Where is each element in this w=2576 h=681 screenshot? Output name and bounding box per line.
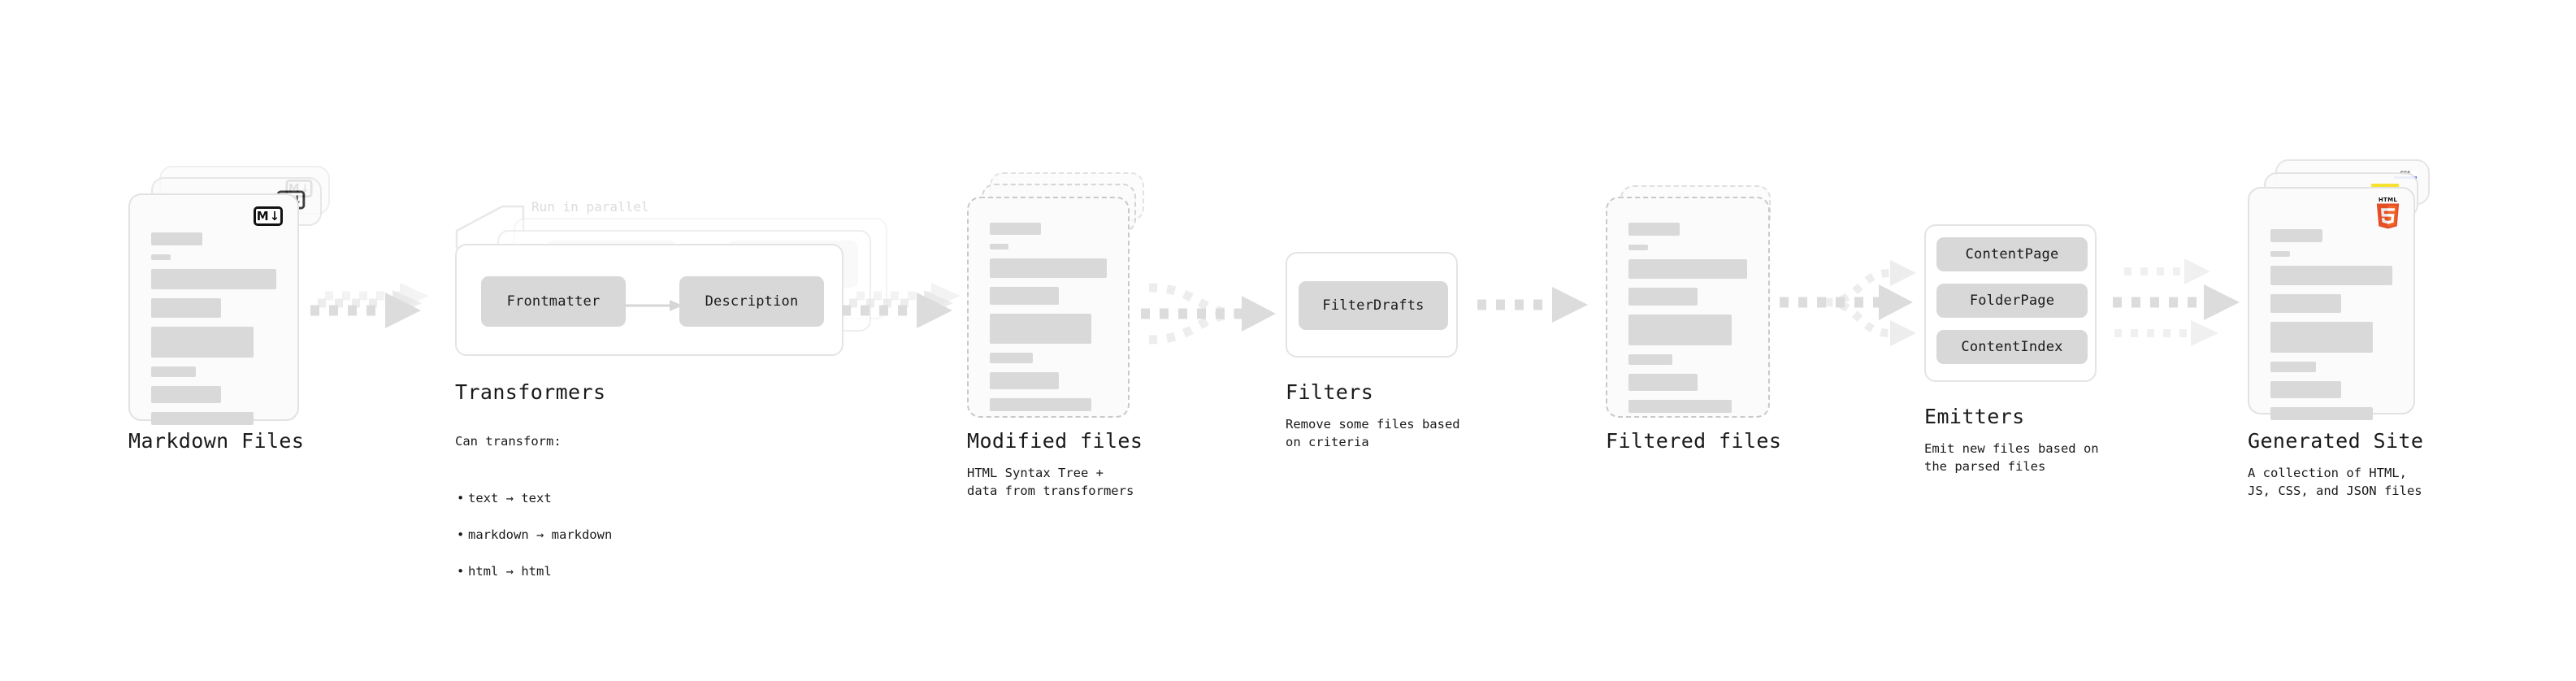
arrow-filtered-to-emitters bbox=[1780, 260, 1916, 346]
emitter-chip-contentpage: ContentPage bbox=[1936, 237, 2088, 271]
skeleton-bar bbox=[2270, 407, 2373, 420]
markdown-icon: M↓ bbox=[254, 206, 283, 226]
skeleton-bar bbox=[151, 327, 254, 358]
skeleton-bars bbox=[990, 223, 1107, 420]
transformer-chip-description: Description bbox=[679, 276, 824, 327]
skeleton-bar bbox=[990, 398, 1092, 411]
skeleton-bars bbox=[151, 232, 276, 434]
skeleton-bar bbox=[151, 386, 222, 403]
stage-subtitle: A collection of HTML, JS, CSS, and JSON … bbox=[2248, 466, 2422, 499]
run-in-parallel-bracket bbox=[455, 205, 525, 249]
skeleton-bar bbox=[151, 298, 222, 318]
skeleton-bar bbox=[1628, 374, 1698, 391]
skeleton-bar bbox=[151, 367, 197, 377]
html5-badge-label: HTML bbox=[2378, 197, 2398, 203]
skeleton-bar bbox=[151, 254, 171, 260]
stage-subtitle: Can transform: bbox=[455, 434, 562, 449]
skeleton-bar bbox=[2270, 266, 2392, 285]
transformers-box: Frontmatter Description bbox=[455, 244, 843, 356]
stage-subtitle: Emit new files based on the parsed files bbox=[1924, 441, 2099, 475]
modified-file-card bbox=[967, 197, 1130, 418]
arrow-markdown-to-transformers bbox=[310, 283, 429, 328]
skeleton-bar bbox=[1628, 245, 1648, 250]
transform-list: text → text markdown → markdown html → h… bbox=[455, 471, 612, 598]
skeleton-bar bbox=[1628, 223, 1680, 236]
stage-title: Markdown Files bbox=[128, 429, 305, 453]
emitter-chip-folderpage: FolderPage bbox=[1936, 284, 2088, 318]
stage-title: Generated Site bbox=[2248, 429, 2424, 453]
skeleton-bar bbox=[151, 269, 276, 289]
arrow-emitters-to-site bbox=[2113, 258, 2240, 346]
skeleton-bar bbox=[1628, 259, 1747, 279]
stage-title: Emitters bbox=[1924, 405, 2025, 428]
generated-html-file-card: HTML bbox=[2248, 187, 2415, 420]
emitter-chip-contentindex: ContentIndex bbox=[1936, 330, 2088, 364]
transform-list-item: text → text bbox=[455, 489, 612, 508]
filters-caption: Filters Remove some files based on crite… bbox=[1286, 380, 1460, 452]
stage-subtitle: Remove some files based on criteria bbox=[1286, 417, 1460, 450]
skeleton-bar bbox=[2270, 381, 2341, 398]
skeleton-bar bbox=[990, 372, 1059, 389]
stage-subtitle-block: Can transform: text → text markdown → ma… bbox=[455, 414, 612, 617]
emitters-caption: Emitters Emit new files based on the par… bbox=[1924, 405, 2099, 476]
skeleton-bar bbox=[990, 258, 1107, 278]
transformer-inner-arrow bbox=[624, 300, 683, 311]
filtered-files-caption: Filtered files bbox=[1606, 429, 1781, 453]
transformer-chip-frontmatter: Frontmatter bbox=[481, 276, 626, 327]
filter-chip-filterdrafts: FilterDrafts bbox=[1299, 281, 1448, 330]
markdown-file-card: M↓ bbox=[128, 193, 299, 425]
skeleton-bar bbox=[2270, 251, 2290, 257]
emitters-box: ContentPage FolderPage ContentIndex bbox=[1924, 224, 2097, 382]
stage-title: Filters bbox=[1286, 380, 1374, 404]
stage-title: Transformers bbox=[455, 380, 606, 404]
filters-box: FilterDrafts bbox=[1286, 252, 1458, 358]
html5-icon: HTML bbox=[2375, 197, 2400, 229]
skeleton-bar bbox=[990, 353, 1034, 363]
skeleton-bar bbox=[2270, 362, 2316, 372]
transform-list-item: html → html bbox=[455, 562, 612, 581]
stage-title: Modified files bbox=[967, 429, 1143, 453]
run-in-parallel-label: Run in parallel bbox=[531, 199, 649, 215]
skeleton-bar bbox=[1628, 314, 1733, 345]
markdown-badge-arrow: ↓ bbox=[269, 208, 280, 223]
skeleton-bar bbox=[2270, 294, 2341, 313]
skeleton-bar bbox=[151, 412, 254, 425]
skeleton-bar bbox=[151, 232, 202, 245]
skeleton-bar bbox=[2270, 229, 2322, 242]
stage-subtitle: HTML Syntax Tree + data from transformer… bbox=[967, 466, 1134, 499]
generated-site-caption: Generated Site A collection of HTML, JS,… bbox=[2248, 429, 2423, 501]
skeleton-bar bbox=[990, 287, 1059, 305]
transformers-caption: Transformers Can transform: text → text … bbox=[455, 380, 612, 617]
arrow-filters-to-filtered bbox=[1477, 287, 1588, 323]
skeleton-bars bbox=[2270, 229, 2392, 429]
skeleton-bar bbox=[1628, 354, 1673, 365]
skeleton-bar bbox=[2270, 322, 2373, 353]
skeleton-bar bbox=[1628, 288, 1698, 306]
filtered-file-card bbox=[1606, 197, 1770, 418]
arrow-modified-to-filters bbox=[1141, 283, 1276, 345]
modified-files-caption: Modified files HTML Syntax Tree + data f… bbox=[967, 429, 1143, 501]
markdown-files-caption: Markdown Files bbox=[128, 429, 304, 453]
skeleton-bar bbox=[990, 244, 1008, 249]
arrow-transformers-to-modified bbox=[842, 283, 961, 328]
transform-list-item: markdown → markdown bbox=[455, 526, 612, 544]
stage-title: Filtered files bbox=[1606, 429, 1782, 453]
markdown-badge-letter: M bbox=[256, 208, 269, 223]
skeleton-bar bbox=[990, 223, 1041, 235]
skeleton-bar bbox=[1628, 400, 1733, 413]
skeleton-bars bbox=[1628, 223, 1747, 422]
skeleton-bar bbox=[990, 314, 1092, 344]
